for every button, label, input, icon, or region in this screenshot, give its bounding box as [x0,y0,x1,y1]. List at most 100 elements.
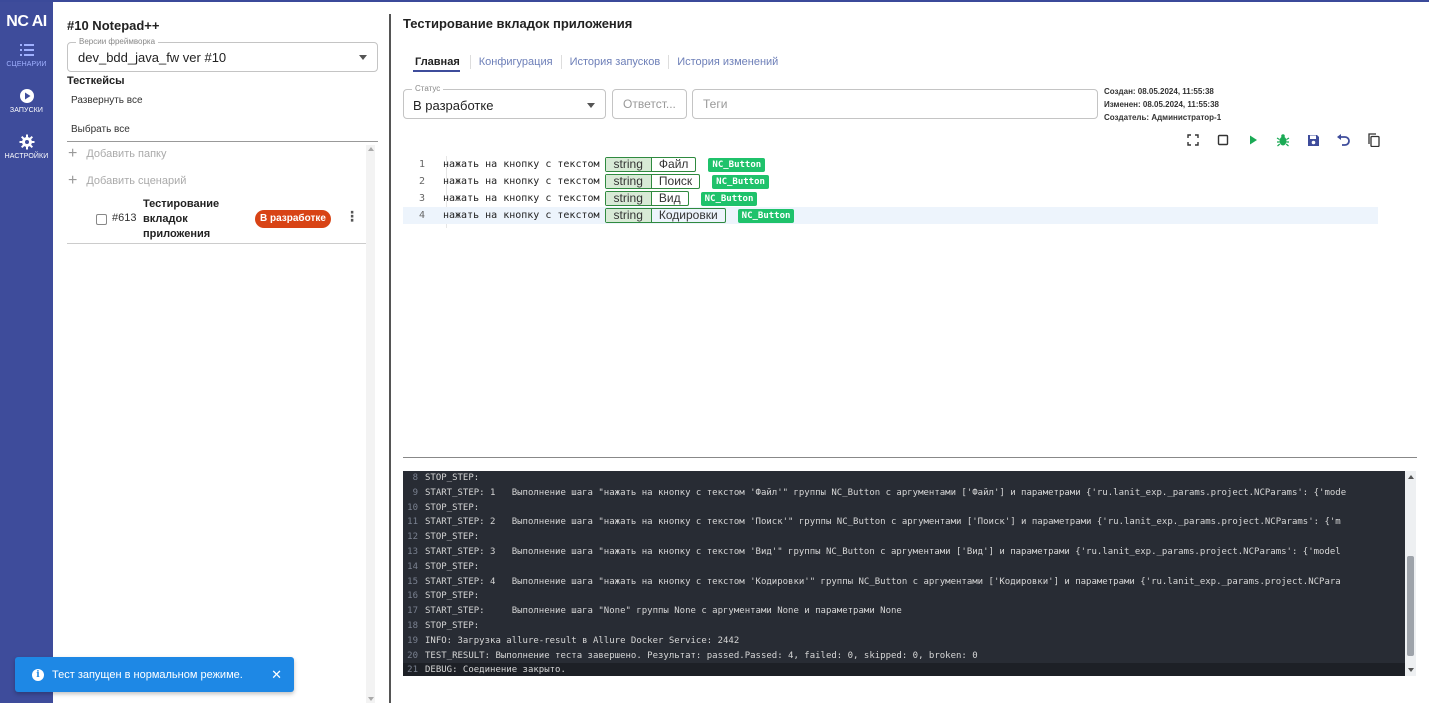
line-number: 4 [418,210,425,221]
scroll-down-icon[interactable] [1408,668,1414,672]
section-title: Тесткейсы [67,75,125,87]
stop-button[interactable] [1208,131,1238,149]
item-name: Тестирование вкладок приложения [143,198,220,240]
line-number: 3 [418,193,425,204]
step-text: нажать на кнопку с текстом [443,176,600,187]
nav-item-runs[interactable]: ЗАПУСКИ [0,88,53,114]
more-vertical-icon[interactable]: ⋮ [345,208,359,224]
console-line-number: 8 [412,473,418,483]
add-folder-label: Добавить папку [86,148,167,160]
undo-button[interactable] [1328,131,1358,149]
status-select[interactable]: Статус В разработке [403,84,606,119]
console-line-text: START_STEP: 2 Выполнение шага "нажать на… [425,517,1341,528]
console-line-text: START_STEP: Выполнение шага "None" групп… [425,606,902,617]
console-divider[interactable] [403,457,1417,458]
item-number: #613 [112,212,137,224]
console-line-text: STOP_STEP: [425,473,480,483]
page-title: Тестирование вкладок приложения [403,16,633,31]
plus-icon: + [68,145,78,162]
list-item[interactable]: #613 Тестирование вкладок приложения В р… [67,196,367,244]
select-all-button[interactable]: Выбрать все [71,124,130,135]
creator: Создатель: Администратор-1 [1104,113,1222,122]
framework-version-select[interactable]: Версии фреймворка dev_bdd_java_fw ver #1… [67,37,378,72]
console-line-text: STOP_STEP: [425,620,480,631]
console-line-text: STOP_STEP: [425,532,480,543]
step-group-tag: NC_Button [700,191,758,206]
console-line-text: INFO: Загрузка allure-result в Allure Do… [425,635,740,646]
tab-run-history[interactable]: История запусков [560,55,669,69]
testcase-panel: #10 Notepad++ Версии фреймворка dev_bdd_… [53,2,390,703]
console-scrollbar[interactable] [1405,471,1416,676]
play-circle-icon [19,89,34,103]
argument-chip[interactable]: string Файл [604,157,697,172]
fullscreen-button[interactable] [1178,131,1208,149]
modified-date: Изменен: 08.05.2024, 11:55:38 [1104,100,1219,109]
scroll-up-icon[interactable] [368,147,374,151]
scroll-up-icon[interactable] [1408,475,1414,479]
scroll-thumb[interactable] [1407,556,1414,656]
panel-splitter[interactable] [389,14,391,703]
arg-type: string [605,175,652,188]
copy-button[interactable] [1358,131,1388,149]
status-badge: В разработке [255,210,331,228]
console-line-number: 9 [412,487,418,498]
add-folder-button[interactable]: + Добавить папку [68,145,167,162]
divider [67,141,378,142]
nav-label: ЗАПУСКИ [9,107,44,114]
expand-all-button[interactable]: Развернуть все [71,95,143,106]
meta-info: Создан: 08.05.2024, 11:55:38 Изменен: 08… [1104,85,1221,124]
tree-scrollbar[interactable] [366,145,375,703]
stop-icon [1217,134,1229,146]
nav-item-scenarios[interactable]: СЦЕНАРИИ [0,42,53,68]
add-scenario-button[interactable]: + Добавить сценарий [68,173,187,189]
arg-type: string [605,158,652,171]
arg-type: string [605,192,652,205]
step-group-tag: NC_Button [712,174,769,189]
item-checkbox[interactable] [96,214,107,225]
nav-item-settings[interactable]: НАСТРОЙКИ [0,134,53,160]
chevron-down-icon [587,103,595,108]
console-line-number: 11 [407,517,418,528]
arg-value: Файл [658,157,689,171]
tab-change-history[interactable]: История изменений [668,55,786,69]
project-title: #10 Notepad++ [67,18,160,33]
console-line-text: START_STEP: 1 Выполнение шага "нажать на… [425,487,1347,498]
scroll-down-icon[interactable] [368,697,374,701]
tab-main[interactable]: Главная [415,56,460,68]
save-button[interactable] [1298,131,1328,149]
save-icon [1307,134,1319,146]
active-tab-indicator [413,70,460,72]
undo-icon [1337,134,1350,146]
tags-input[interactable]: Теги [692,89,1098,119]
gear-icon [19,134,34,150]
close-icon[interactable]: ✕ [271,667,282,682]
tab-configuration[interactable]: Конфигурация [469,55,561,69]
console-line: 9 START_STEP: 1 Выполнение шага "нажать н… [403,486,1416,501]
responsible-field[interactable]: Ответст... [612,89,687,119]
debug-button[interactable] [1268,131,1298,149]
run-button[interactable] [1238,131,1268,149]
step-text: нажать на кнопку с текстом [443,193,600,204]
app-logo: NC AI [6,13,47,30]
add-scenario-label: Добавить сценарий [86,175,187,187]
notification-toast: i Тест запущен в нормальном режиме. ✕ [15,657,294,692]
console-line: 18 STOP_STEP: [403,619,1416,634]
console-line-number: 18 [407,620,418,631]
